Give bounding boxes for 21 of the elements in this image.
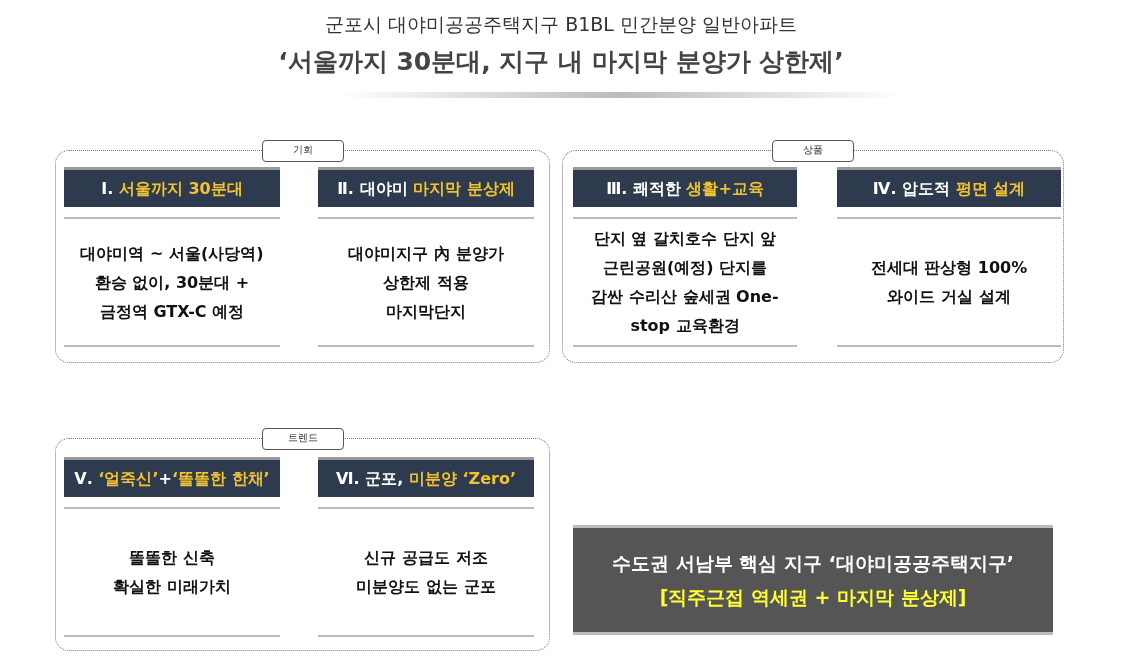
card-header: Ⅵ. 군포, 미분양 ‘Zero’: [318, 457, 534, 497]
card-header: Ⅰ. 서울까지 30분대: [64, 167, 280, 207]
banner-subline: [직주근접 역세권 + 마지막 분상제]: [659, 585, 967, 610]
section-tab: 상품: [772, 140, 854, 162]
title-text: ‘서울까지 30분대, 지구 내 마지막 분양가 상한제’: [277, 46, 845, 78]
card-body-text: 대야미지구 內 분양가 상한제 적용 마지막단지: [347, 242, 505, 323]
card-body-text: 단지 옆 갈치호수 단지 앞 근린공원(예정) 단지를 감싼 수리산 숲세권 One-stop 교육환경: [590, 228, 780, 337]
card-header: Ⅳ. 압도적 평면 설계: [837, 167, 1061, 207]
card-body-text: 전세대 판상형 100% 와이드 거실 설계: [869, 257, 1029, 308]
card-header: Ⅴ. ‘얼죽신’+‘똘똘한 한채’: [64, 457, 280, 497]
summary-banner: [573, 525, 1053, 635]
card-header: Ⅱ. 대야미 마지막 분상제: [318, 167, 534, 207]
card-header: Ⅲ. 쾌적한 생활+교육: [573, 167, 797, 207]
info-card: [837, 167, 1061, 349]
card-body-text: 신규 공급도 저조 미분양도 없는 군포: [355, 547, 497, 598]
banner-headline: 수도권 서남부 핵심 지구 ‘대야미공공주택지구’: [612, 551, 1014, 576]
card-body-text: 똘똘한 신축 확실한 미래가치: [112, 547, 232, 598]
subtitle-text: 군포시 대야미공공주택지구 B1BL 민간분양 일반아파트: [324, 12, 798, 37]
section-tab: 기회: [261, 140, 344, 162]
card-body-text: 대야미역 ~ 서울(사당역) 환승 없이, 30분대 + 금정역 GTX-C 예정: [79, 242, 265, 323]
section-tab: 트렌드: [261, 428, 344, 450]
